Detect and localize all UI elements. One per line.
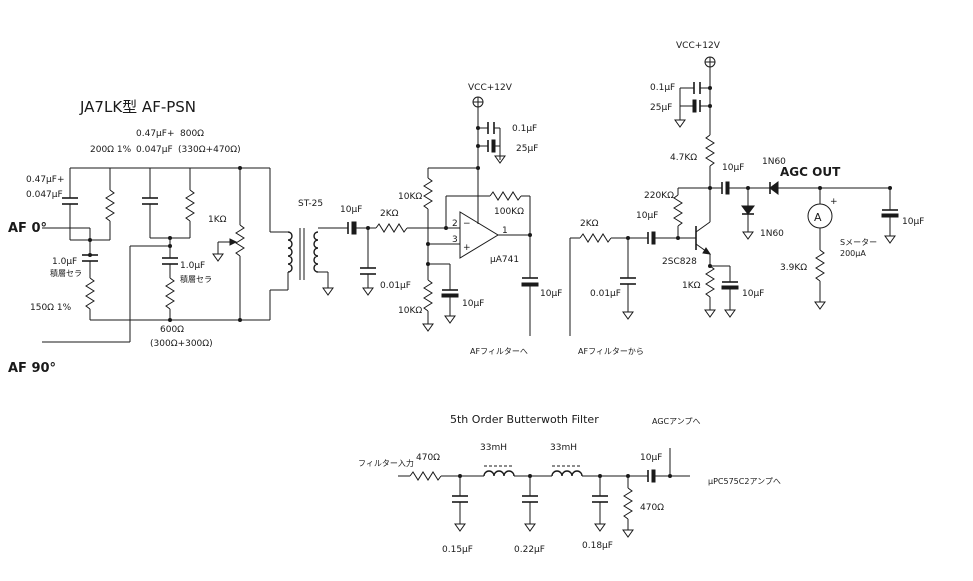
psn-resistor-150 xyxy=(85,277,95,320)
psn-c2-label-a: 0.47μF+ xyxy=(136,129,174,139)
page-title: JA7LK型 AF-PSN xyxy=(79,98,196,116)
opamp-c-bypass1-label: 0.1μF xyxy=(512,124,537,134)
psn-resistor-600 xyxy=(165,277,175,320)
opamp-rbias-top-label: 10KΩ xyxy=(398,192,422,202)
agc-c-bypass2-label: 25μF xyxy=(650,103,672,113)
psn-resistor-200 xyxy=(105,189,115,240)
af90-input-label: AF 90° xyxy=(8,361,56,376)
psn-c1-label-a: 0.47μF+ xyxy=(26,175,64,185)
psn-cap-2 xyxy=(142,197,158,238)
meter-label-b: 200μA xyxy=(840,249,866,258)
agc-vcc-label: VCC+12V xyxy=(676,41,721,51)
opamp-symbol xyxy=(459,211,499,259)
transformer-st25 xyxy=(287,227,340,296)
opamp-plus-label: + xyxy=(463,243,471,253)
to-agc-label: AGCアンプへ xyxy=(652,417,701,426)
agc-out-label: AGC OUT xyxy=(780,165,841,179)
psn-c3-label-b: 積層セラ xyxy=(50,268,82,278)
filter-cout-label: 10μF xyxy=(640,453,662,463)
opamp-stage xyxy=(340,96,539,336)
agc-cfinal-label: 10μF xyxy=(902,217,924,227)
filter-rin-label: 470Ω xyxy=(416,453,440,463)
filter-rout-label: 470Ω xyxy=(640,503,664,513)
filter-l1-label: 33mH xyxy=(480,443,507,453)
to-upc-label: μPC575C2アンプへ xyxy=(708,477,781,486)
meter-symbol-label: A xyxy=(814,211,822,224)
psn-pot-1k xyxy=(212,224,245,320)
filter-title: 5th Order Butterwoth Filter xyxy=(450,413,599,426)
opamp-c-bypass2-label: 25μF xyxy=(516,144,538,154)
filter-c3-label: 0.18μF xyxy=(582,541,613,551)
butterworth-filter xyxy=(398,448,690,538)
filter-c2-label: 0.22μF xyxy=(514,545,545,555)
agc-d2-label: 1N60 xyxy=(762,157,786,167)
agc-transistor-label: 2SC828 xyxy=(662,257,697,267)
opamp-part-label: μA741 xyxy=(490,255,519,265)
filter-input-label: フィルター入力 xyxy=(358,458,414,468)
psn-cap-3 xyxy=(82,254,98,278)
opamp-pin3-label: 3 xyxy=(452,235,458,245)
filter-l2-label: 33mH xyxy=(550,443,577,453)
psn-network xyxy=(42,166,288,343)
agc-rbase-label: 220KΩ xyxy=(644,191,674,201)
opamp-cout-label: 10μF xyxy=(540,289,562,299)
from-filter-label: AFフィルターから xyxy=(578,347,644,356)
opamp-vcc-label: VCC+12V xyxy=(468,83,513,93)
psn-r3-label: 150Ω 1% xyxy=(30,303,72,313)
agc-c-bypass1-label: 0.1μF xyxy=(650,83,675,93)
agc-cgnd-label: 0.01μF xyxy=(590,289,621,299)
psn-c1-label-b: 0.047μF xyxy=(26,190,63,200)
psn-r4-label-b: (300Ω+300Ω) xyxy=(150,339,213,349)
agc-stage xyxy=(569,56,899,336)
agc-rcoll-label: 4.7KΩ xyxy=(670,153,697,163)
af0-input-label: AF 0° xyxy=(8,221,47,236)
psn-r1-label: 200Ω 1% xyxy=(90,145,132,155)
opamp-cbias-label: 10μF xyxy=(462,299,484,309)
meter-label-a: Sメーター xyxy=(840,238,877,247)
agc-rmeter-label: 3.9KΩ xyxy=(780,263,807,273)
psn-c4-label-a: 1.0μF xyxy=(180,261,205,271)
psn-cap-1 xyxy=(62,197,78,240)
psn-r2-label-a: 800Ω xyxy=(180,129,204,139)
agc-d1-label: 1N60 xyxy=(760,229,784,239)
psn-cap-4 xyxy=(162,257,178,278)
meter-plus-label: + xyxy=(830,197,838,207)
opamp-rfb-label: 100KΩ xyxy=(494,207,524,217)
transformer-label: ST-25 xyxy=(298,199,323,209)
psn-c4-label-b: 積層セラ xyxy=(180,274,212,284)
opamp-pin1-label: 1 xyxy=(502,226,508,236)
psn-r4-label-a: 600Ω xyxy=(160,325,184,335)
agc-rin-label: 2KΩ xyxy=(580,219,599,229)
opamp-cin-label: 10μF xyxy=(340,205,362,215)
psn-pot-label: 1KΩ xyxy=(208,215,227,225)
filter-c1-label: 0.15μF xyxy=(442,545,473,555)
psn-c2-label-b: 0.047μF xyxy=(136,145,173,155)
agc-cout-label: 10μF xyxy=(722,163,744,173)
psn-r2-label-b: (330Ω+470Ω) xyxy=(178,145,241,155)
opamp-rbias-bot-label: 10KΩ xyxy=(398,306,422,316)
opamp-minus-label: − xyxy=(463,219,471,229)
opamp-cgnd-label: 0.01μF xyxy=(380,281,411,291)
psn-resistor-800 xyxy=(185,189,195,238)
opamp-rin-label: 2KΩ xyxy=(380,209,399,219)
psn-c3-label-a: 1.0μF xyxy=(52,257,77,267)
to-filter-label: AFフィルターへ xyxy=(470,347,528,356)
agc-remit-label: 1KΩ xyxy=(682,281,701,291)
agc-cemit-label: 10μF xyxy=(742,289,764,299)
agc-cin-label: 10μF xyxy=(636,211,658,221)
opamp-pin2-label: 2 xyxy=(452,219,458,229)
